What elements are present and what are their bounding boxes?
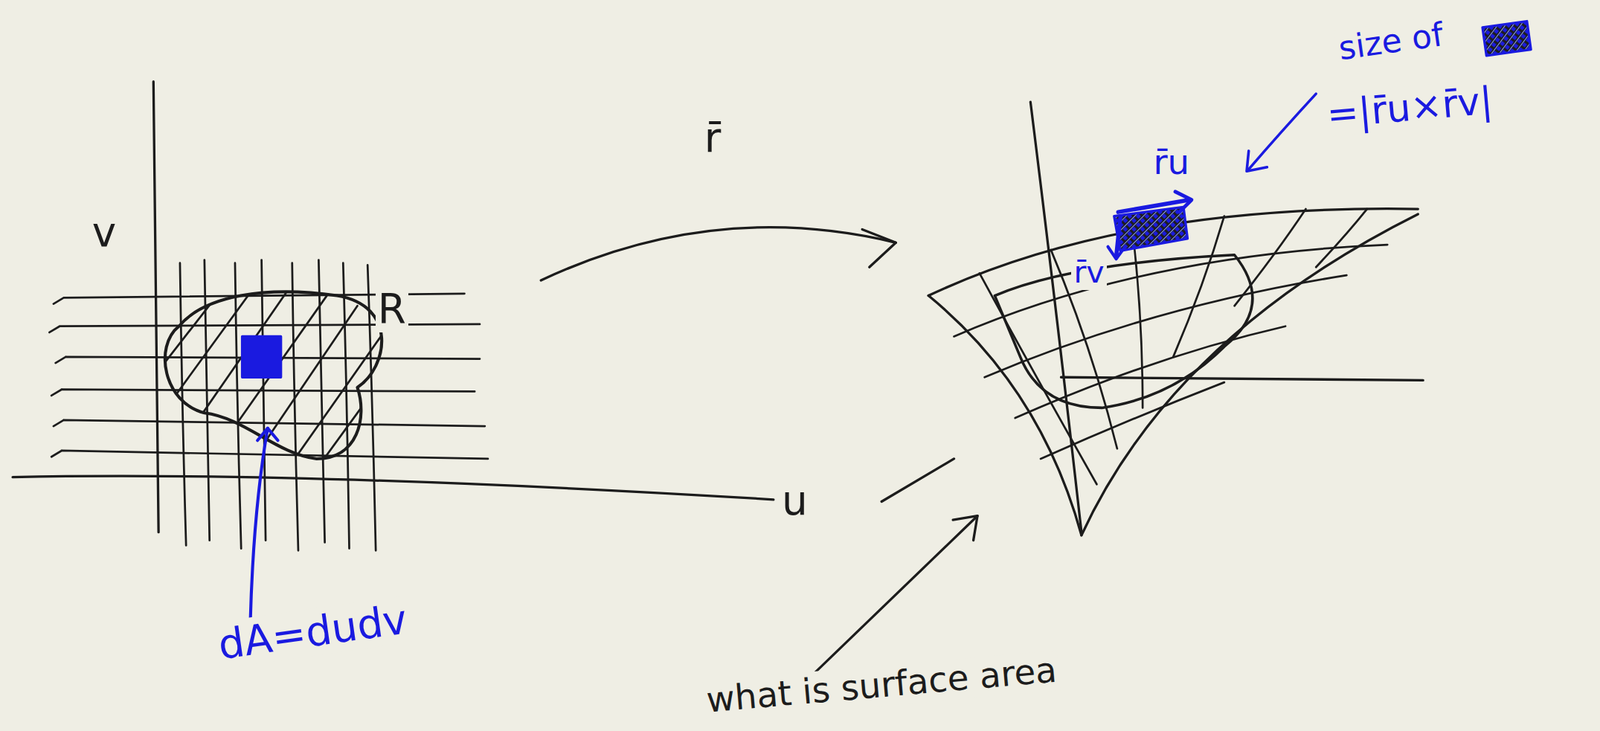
note-text: what is surface area	[702, 650, 1060, 722]
mapping-arrow	[540, 227, 896, 281]
map-label: r̄	[702, 114, 724, 162]
area-element-label: dA=dudv	[212, 595, 413, 670]
region-r	[153, 285, 404, 475]
formula: =|r̄u×r̄v|	[1322, 78, 1497, 137]
region-label: R	[375, 285, 409, 333]
surface-mesh	[928, 209, 1418, 536]
surface-element	[1108, 191, 1192, 259]
hatched-square-symbol	[1482, 21, 1531, 56]
axis-label: u	[779, 477, 811, 525]
uv-grid	[49, 260, 488, 552]
note-text: size of	[1334, 15, 1449, 69]
uv-axes	[12, 81, 774, 533]
axis-label: v	[90, 209, 119, 256]
callout-arrows	[806, 93, 1316, 682]
vector-label: r̄u	[1150, 142, 1192, 183]
vector-label: r̄v	[1071, 255, 1107, 291]
xyz-axes	[881, 101, 1423, 533]
area-element	[242, 336, 282, 622]
